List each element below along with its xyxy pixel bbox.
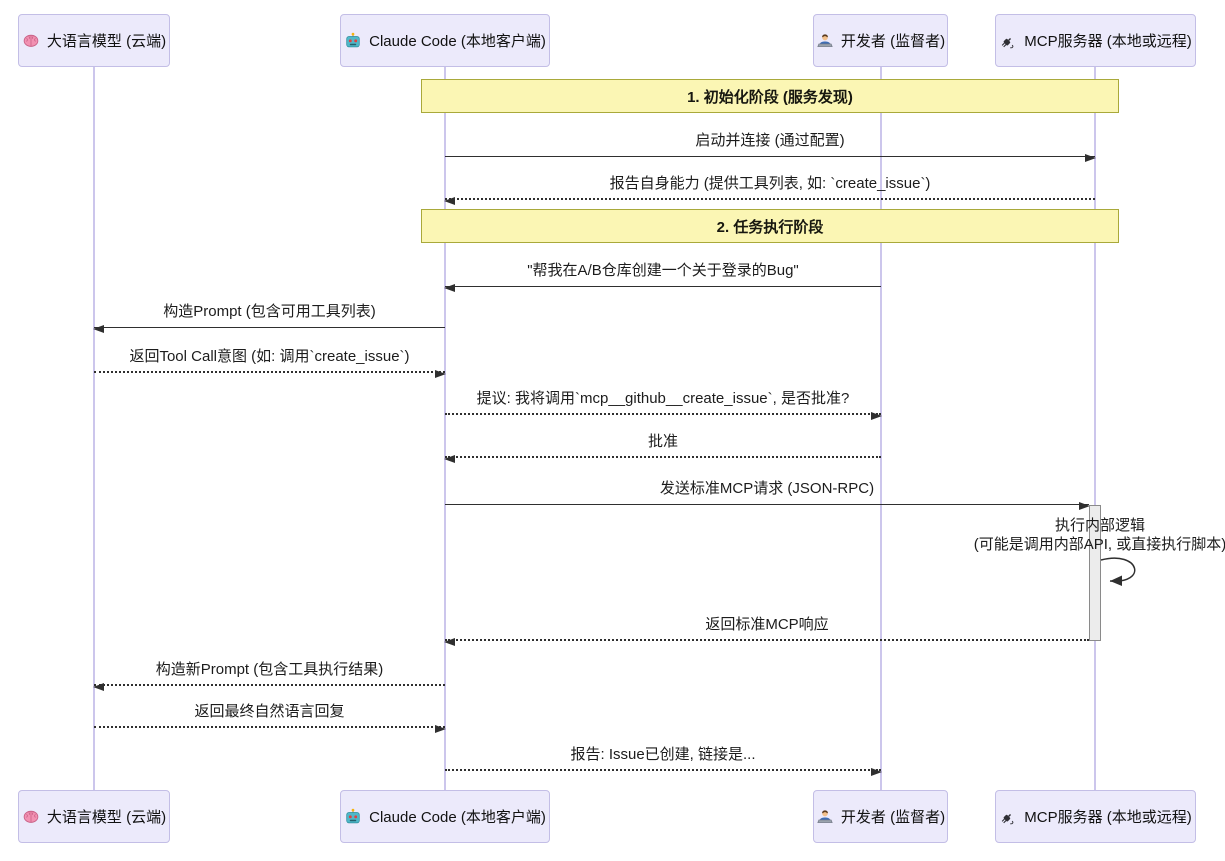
arrowhead-icon [93,325,104,333]
self-message-label: 执行内部逻辑 (可能是调用内部API, 或直接执行脚本) [974,516,1225,554]
message-label: 启动并连接 (通过配置) [695,132,845,149]
message-line [445,286,881,287]
participant-label: 大语言模型 (云端) [46,809,167,826]
self-loop-arrow-icon [1100,557,1136,586]
participant-label: Claude Code (本地客户端) [369,809,546,826]
participant-label: Claude Code (本地客户端) [369,33,546,50]
robot-icon [346,808,360,823]
arrowhead-icon [444,455,455,463]
message-line [445,456,881,458]
message-line [94,726,445,728]
arrowhead-icon [871,412,882,420]
arrowhead-icon [444,638,455,646]
lifeline-developer [880,67,882,790]
arrowhead-icon [435,725,446,733]
message-line [445,639,1089,641]
arrowhead-icon [93,683,104,691]
brain-icon [23,34,39,47]
message-line [445,156,1095,157]
arrowhead-icon [444,284,455,292]
technologist-icon [817,809,833,823]
message-label: 提议: 我将调用`mcp__github__create_issue`, 是否批… [476,390,850,407]
message-report-capabilities: 报告自身能力 (提供工具列表, 如: `create_issue`) [444,170,1095,205]
message-tool-call-intent: 返回Tool Call意图 (如: 调用`create_issue`) [94,343,446,378]
message-label: 返回最终自然语言回复 [194,703,345,720]
participant-mcp-top: MCP服务器 (本地或远程) [995,14,1196,67]
technologist-icon [817,33,833,47]
message-line [445,504,1089,505]
phase-banner-initialization: 1. 初始化阶段 (服务发现) [421,79,1119,113]
message-start-connect: 启动并连接 (通过配置) [445,127,1096,162]
participant-mcp-bottom: MCP服务器 (本地或远程) [995,790,1196,843]
plug-icon [1002,37,1014,48]
participant-claude-bottom: Claude Code (本地客户端) [340,790,550,843]
message-line [94,371,445,373]
message-build-new-prompt: 构造新Prompt (包含工具执行结果) [93,656,445,691]
message-line [94,684,445,686]
message-return-mcp-response: 返回标准MCP响应 [444,611,1089,646]
message-build-prompt: 构造Prompt (包含可用工具列表) [93,298,445,333]
message-final-nl-reply: 返回最终自然语言回复 [94,698,446,733]
message-approve: 批准 [444,428,881,463]
message-user-request: "帮我在A/B仓库创建一个关于登录的Bug" [444,257,881,292]
message-label: "帮我在A/B仓库创建一个关于登录的Bug" [527,262,799,279]
message-line [445,769,881,771]
phase-banner-label: 2. 任务执行阶段 [716,218,824,236]
participant-label: 大语言模型 (云端) [46,33,167,50]
message-label: 返回标准MCP响应 [705,616,829,633]
participant-label: MCP服务器 (本地或远程) [1024,809,1192,826]
message-report-issue-created: 报告: Issue已创建, 链接是... [445,741,882,776]
self-message-line1: 执行内部逻辑 [1054,517,1146,534]
message-line [445,413,881,415]
message-label: 发送标准MCP请求 (JSON-RPC) [659,480,875,497]
participant-developer-bottom: 开发者 (监督者) [813,790,948,843]
message-send-mcp-request: 发送标准MCP请求 (JSON-RPC) [445,475,1090,510]
arrowhead-icon [871,768,882,776]
participant-claude-top: Claude Code (本地客户端) [340,14,550,67]
participant-label: 开发者 (监督者) [840,33,946,50]
message-label: 批准 [647,433,679,450]
phase-banner-task-execution: 2. 任务执行阶段 [421,209,1119,243]
self-message-line2: (可能是调用内部API, 或直接执行脚本) [973,536,1225,553]
phase-banner-label: 1. 初始化阶段 (服务发现) [687,88,853,106]
participant-developer-top: 开发者 (监督者) [813,14,948,67]
arrowhead-icon [1085,154,1096,162]
arrowhead-icon [435,370,446,378]
activation-bar-mcp [1089,505,1101,641]
message-label: 报告: Issue已创建, 链接是... [570,746,756,763]
participant-label: 开发者 (监督者) [840,809,946,826]
lifeline-llm [93,67,95,790]
message-propose-approval: 提议: 我将调用`mcp__github__create_issue`, 是否批… [445,385,882,420]
message-label: 构造新Prompt (包含工具执行结果) [155,661,384,678]
message-label: 返回Tool Call意图 (如: 调用`create_issue`) [129,348,410,365]
message-line [94,327,445,328]
message-line [445,198,1095,200]
arrowhead-icon [444,197,455,205]
participant-label: MCP服务器 (本地或远程) [1024,33,1192,50]
lifeline-claude [444,67,446,790]
participant-llm-bottom: 大语言模型 (云端) [18,790,170,843]
message-label: 构造Prompt (包含可用工具列表) [163,303,376,320]
robot-icon [346,32,360,47]
message-label: 报告自身能力 (提供工具列表, 如: `create_issue`) [609,175,931,192]
plug-icon [1002,813,1014,824]
brain-icon [23,810,39,823]
participant-llm-top: 大语言模型 (云端) [18,14,170,67]
arrowhead-icon [1079,502,1090,510]
lifeline-mcp [1094,67,1096,790]
